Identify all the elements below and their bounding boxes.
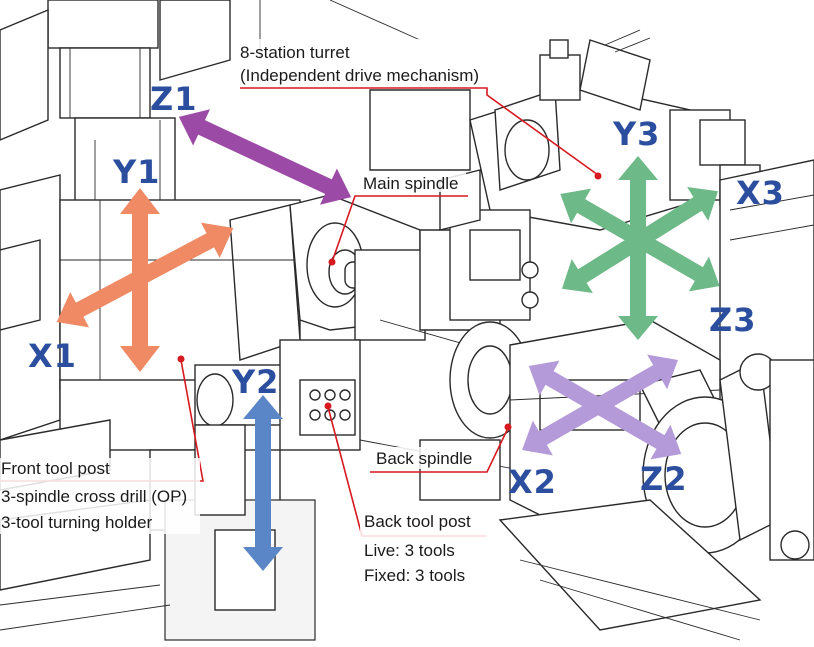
axis-label-z1: Z1	[150, 80, 197, 118]
y2-arrow	[243, 395, 283, 571]
front-tool-post-line2: 3-spindle cross drill (OP)	[1, 487, 187, 506]
axis-label-x2: X2	[508, 463, 557, 501]
z2-arrow	[528, 360, 682, 460]
front-tool-post-line3: 3-tool turning holder	[1, 513, 153, 532]
axis-label-z3: Z3	[709, 301, 756, 339]
motion-arrows	[56, 109, 720, 571]
back-tool-post-live: Live: 3 tools	[364, 541, 455, 560]
axis-label-z2: Z2	[640, 460, 687, 498]
turret-sublabel: (Independent drive mechanism)	[240, 66, 479, 85]
axis-label-x1: X1	[28, 337, 77, 375]
back-tool-post-leader-dot	[324, 402, 332, 410]
back-spindle-leader	[370, 427, 509, 473]
callout-text: 8-station turret (Independent drive mech…	[0, 39, 492, 586]
back-spindle-label: Back spindle	[376, 449, 472, 468]
x1-arrow	[56, 222, 234, 328]
front-tool-post-leader-dot	[177, 355, 185, 363]
turret-leader	[240, 87, 599, 176]
front-tool-post-label: Front tool post	[1, 459, 110, 478]
back-tool-post-fixed: Fixed: 3 tools	[364, 566, 465, 585]
main-spindle-label: Main spindle	[363, 174, 458, 193]
axis-label-y1: Y1	[112, 153, 160, 191]
turret-label: 8-station turret	[240, 43, 350, 62]
main-spindle-leader	[331, 195, 468, 263]
back-tool-post-label: Back tool post	[364, 512, 471, 531]
z1-arrow	[178, 109, 352, 205]
axis-label-y2: Y2	[231, 363, 279, 401]
z3-arrow	[560, 188, 720, 292]
turret-leader-dot	[594, 172, 602, 180]
axis-label-x3: X3	[736, 174, 785, 212]
axis-label-y3: Y3	[612, 115, 660, 153]
axis-labels: Z1 Y1 X1 Y2 X2 Z2 Y3 X3 Z3	[28, 80, 785, 501]
main-spindle-leader-dot	[328, 258, 336, 266]
back-spindle-leader-dot	[504, 423, 512, 431]
